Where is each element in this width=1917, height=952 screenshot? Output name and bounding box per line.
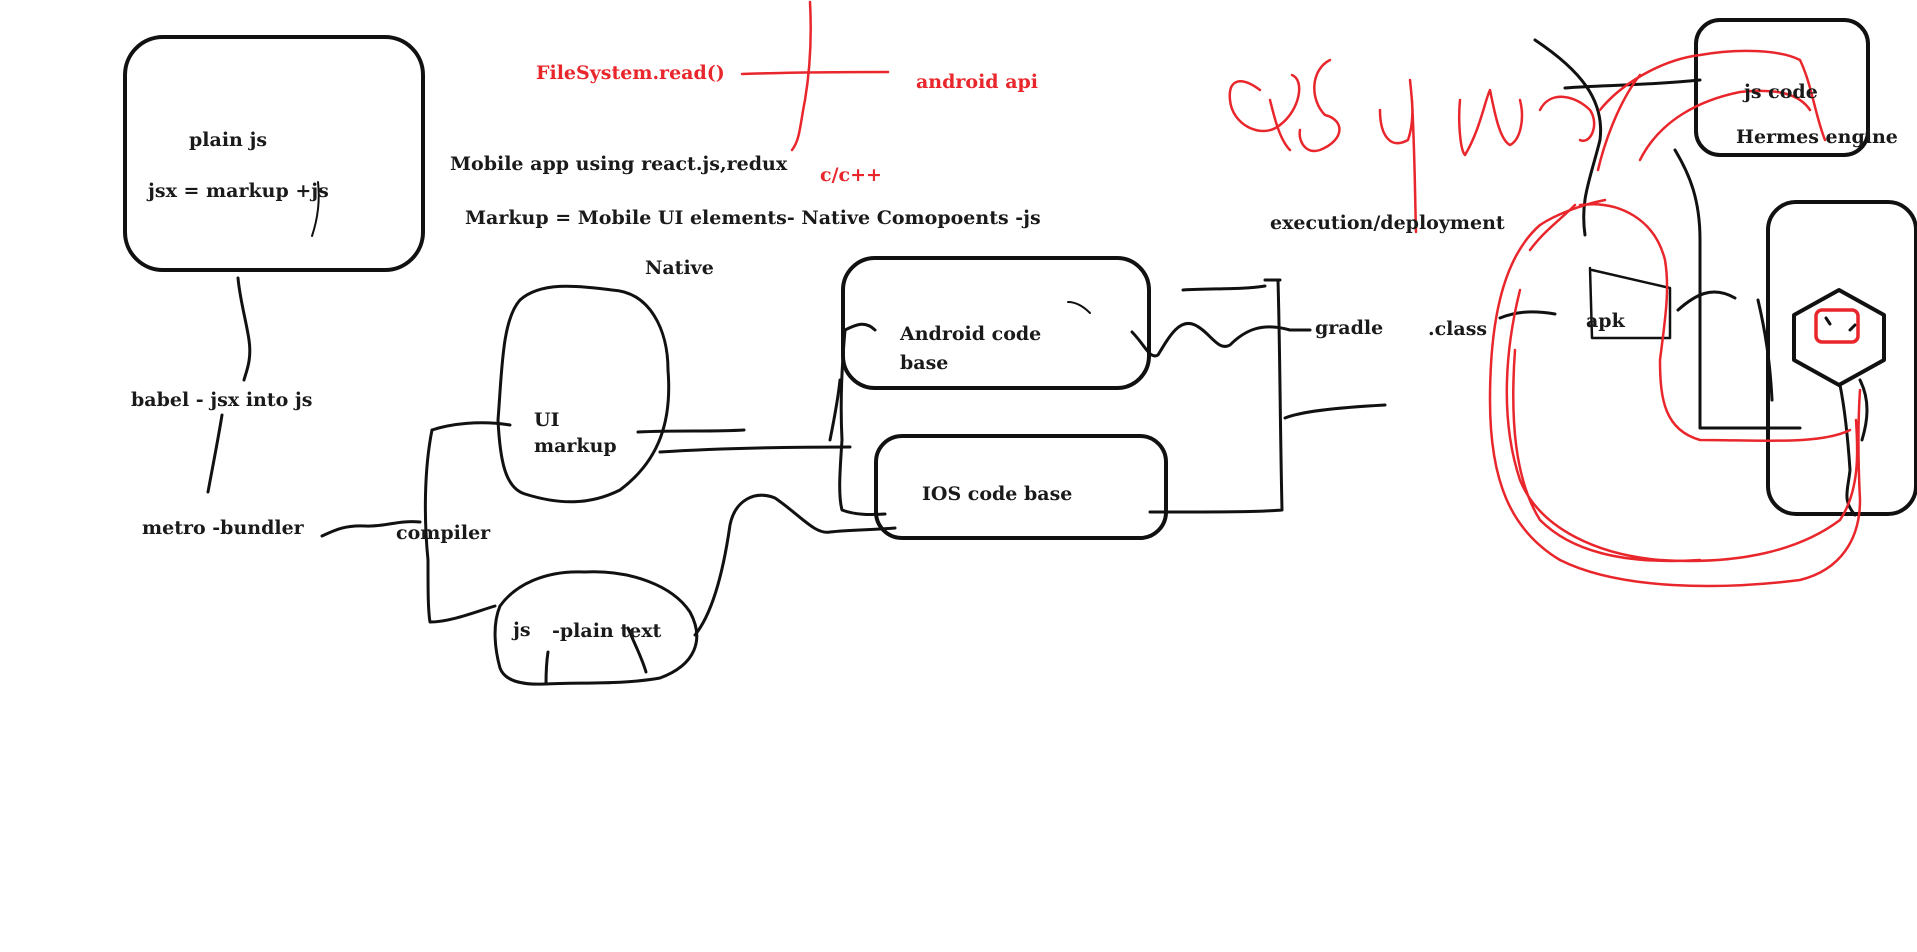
label-ui-markup: UI markup — [534, 409, 617, 457]
engine-box — [1766, 200, 1917, 516]
apk-box — [1588, 266, 1672, 340]
label-metro-bundler: metro -bundler — [142, 517, 304, 539]
label-mobile-app: Mobile app using react.js,redux — [450, 153, 788, 175]
connector-jsx-babel — [236, 276, 252, 382]
ui-to-codebases-2 — [658, 445, 852, 454]
jsx-cursor-mark — [311, 181, 320, 237]
android-box-mark — [1067, 301, 1091, 314]
js-blob-mark — [544, 650, 550, 686]
label-gradle: gradle — [1315, 317, 1384, 339]
engine-scribble-2 — [1858, 378, 1869, 442]
jsx-box — [123, 35, 425, 272]
label-execution-deployment: execution/deployment — [1270, 212, 1505, 234]
ui-markup-blob — [496, 284, 671, 504]
apk-to-jscode — [1676, 290, 1737, 312]
label-compiler: compiler — [396, 522, 491, 544]
label-apk: apk — [1586, 310, 1625, 332]
label-filesystem-read: FileSystem.read() — [536, 62, 725, 84]
label-markup-definition: Markup = Mobile UI elements- Native Como… — [465, 207, 1041, 229]
js-code-box — [1694, 18, 1870, 157]
engine-scribble-5 — [1848, 323, 1857, 332]
label-js: js — [513, 619, 531, 641]
ui-to-codebases — [636, 428, 746, 434]
label-babel: babel - jsx into js — [131, 389, 313, 411]
android-code-base-box — [841, 256, 1151, 390]
bracket-top — [1181, 284, 1267, 292]
label-plain-js: plain js — [189, 129, 268, 151]
label-js-code: js code — [1744, 81, 1818, 103]
hermes-red-square — [1814, 308, 1860, 344]
engine-scribble-4 — [1824, 316, 1832, 326]
execution-to-jscode — [1563, 78, 1702, 90]
class-to-apk — [1498, 310, 1557, 320]
label-hermes-engine: Hermes engine — [1736, 126, 1898, 148]
label-android-code-base: Android code base — [900, 323, 1042, 374]
compiler-bracket — [423, 428, 497, 624]
android-to-gradle — [1130, 321, 1292, 358]
red-scribble-letters — [1228, 58, 1596, 234]
js-blob-mark-2 — [626, 626, 648, 674]
label-android-api: android api — [916, 71, 1039, 93]
label-plain-text: -plain text — [552, 620, 662, 642]
red-loop — [1488, 49, 1862, 588]
connector-babel-metro — [206, 413, 224, 494]
label-c-cpp: c/c++ — [820, 164, 882, 186]
red-cross-horizontal — [740, 70, 890, 76]
splitter-cross — [828, 378, 842, 442]
splitter-top — [843, 322, 877, 332]
bracket-to-ios — [1283, 403, 1387, 420]
codebase-splitter — [838, 328, 887, 516]
hermes-hexagon — [1792, 288, 1886, 387]
connector-metro-compiler — [320, 520, 422, 538]
red-cross-vertical — [790, 0, 812, 152]
ios-code-base-box — [874, 434, 1168, 540]
bracket-right — [1148, 278, 1284, 514]
engine-scribble-3 — [1756, 298, 1774, 402]
jscode-to-engine — [1673, 148, 1802, 430]
label-jsx-equation: jsx = markup +js — [148, 180, 329, 202]
label-class: .class — [1428, 318, 1488, 340]
engine-scribble — [1838, 383, 1857, 517]
js-to-codebases — [693, 493, 897, 637]
compiler-to-ui — [430, 421, 512, 432]
label-ios-code-base: IOS code base — [922, 483, 1073, 505]
js-blob — [493, 570, 699, 686]
label-native: Native — [645, 257, 714, 279]
